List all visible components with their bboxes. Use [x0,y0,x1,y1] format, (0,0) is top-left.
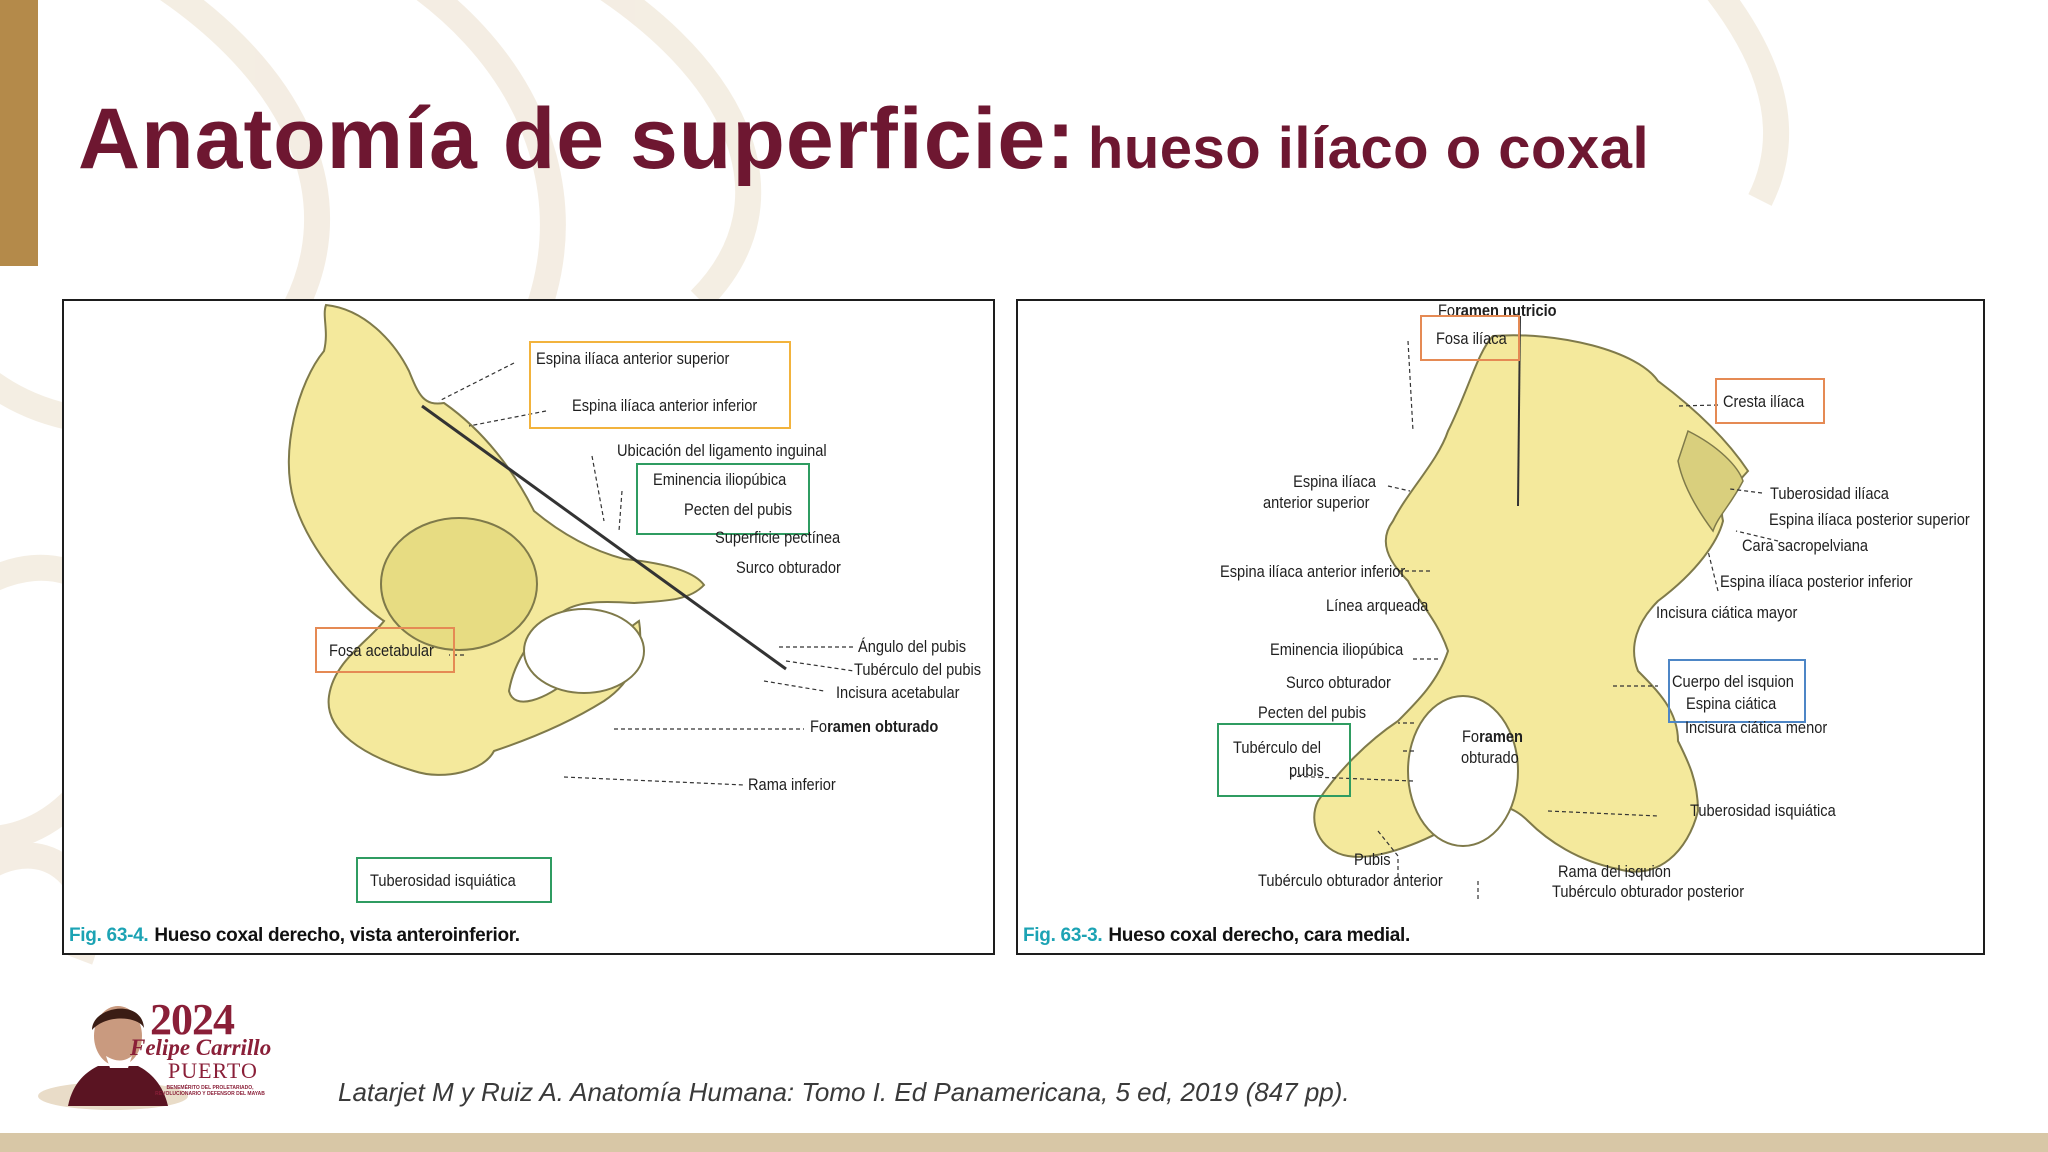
label-espina-ciatica: Espina ciática [1686,694,1777,713]
foramen-obturado-rest: ramen [1479,727,1523,746]
logo-name-line2: PUERTO [168,1058,258,1083]
label-foramen-obturado-2: obturado [1461,748,1519,767]
figure-medial: Foramen nutricio Fosa ilíaca Cresta ilía… [1016,299,1985,955]
figure-right-caption: Fig. 63-3.Hueso coxal derecho, cara medi… [1023,925,1410,947]
figure-anteroinferior: Espina ilíaca anterior superior Espina i… [62,299,995,955]
box-eminencia-pecten [636,463,810,535]
label-tuberculo-pubis: Tubérculo del pubis [854,660,982,679]
box-tuberosidad-isquiatica [356,857,552,903]
label-surco-obturador: Surco obturador [736,558,841,577]
label-fosa-iliaca: Fosa ilíaca [1436,329,1507,348]
label-eminencia-iliopubica: Eminencia iliopúbica [1270,640,1404,659]
bibliographic-reference: Latarjet M y Ruiz A. Anatomía Humana: To… [338,1077,1350,1107]
label-espina-anterior-superior-1: Espina ilíaca [1293,472,1376,491]
label-ligamento-inguinal: Ubicación del ligamento inguinal [617,441,827,460]
hip-bone-anteroinferior-illustration [287,303,855,786]
felipe-carrillo-puerto-portrait-icon [38,1006,188,1110]
label-tuberculo-obturador-posterior: Tubérculo obturador posterior [1552,882,1745,901]
acetabulum-shape [380,517,538,651]
figure-right-number: Fig. 63-3. [1023,925,1103,946]
title-main: Anatomía de superficie: [78,91,1076,187]
hip-bone-medial-illustration [1287,315,1779,901]
label-espina-posterior-inferior: Espina ilíaca posterior inferior [1720,572,1913,591]
label-cuerpo-isquion: Cuerpo del isquion [1672,672,1794,691]
label-cresta-iliaca: Cresta ilíaca [1723,392,1805,411]
label-surco-obturador: Surco obturador [1286,673,1391,692]
figure-left-caption: Fig. 63-4.Hueso coxal derecho, vista ant… [69,925,520,947]
logo-motto: BENEMÉRITO DEL PROLETARIADO, REVOLUCIONA… [155,1085,265,1098]
figure-right-title: Hueso coxal derecho, cara medial. [1108,925,1410,946]
accent-bar [0,0,38,266]
label-linea-arqueada: Línea arqueada [1326,596,1429,615]
box-cresta-iliaca [1715,378,1825,424]
label-foramen-obturado-1: Foramen [1462,727,1523,747]
label-tuberosidad-isquiatica: Tuberosidad isquiática [370,871,516,890]
label-foramen-obturado: Foramen obturado [810,717,938,737]
label-pubis: Pubis [1354,850,1391,869]
label-fosa-acetabular: Fosa acetabular [329,641,434,660]
slide-title: Anatomía de superficie:hueso ilíaco o co… [78,96,1649,182]
foramen-shape [523,608,645,694]
label-pecten: Pecten del pubis [1258,703,1367,722]
label-cara-sacropelviana: Cara sacropelviana [1742,536,1868,555]
label-tuberosidad-isquiatica: Tuberosidad isquiática [1690,801,1836,820]
sacropelvic-surface-shape [1677,429,1744,533]
bottom-band [0,1133,2048,1152]
label-tuberculo-obturador-anterior: Tubérculo obturador anterior [1258,871,1443,890]
box-tuberculo-pubis [1217,723,1351,797]
inguinal-ligament-line [421,404,787,671]
foramen-prefix: Fo [810,717,828,736]
label-espina-posterior-superior: Espina ilíaca posterior superior [1769,510,1970,529]
figure-left-title: Hueso coxal derecho, vista anteroinferio… [154,925,520,946]
box-espinas-anteriores [529,341,791,429]
label-tuberosidad-iliaca: Tuberosidad ilíaca [1770,484,1889,503]
title-sub: hueso ilíaco o coxal [1087,116,1650,181]
box-fosa-acetabular [315,627,455,673]
label-espina-anterior-inferior: Espina ilíaca anterior inferior [1220,562,1406,581]
label-espina-anterior-inferior: Espina ilíaca anterior inferior [572,396,758,415]
label-rama-isquion: Rama del isquion [1558,862,1671,881]
logo-year: 2024 [150,995,235,1044]
box-cuerpo-espina [1668,659,1806,723]
box-fosa-iliaca [1420,315,1520,361]
label-angulo-pubis: Ángulo del pubis [858,637,967,656]
label-incisura-acetabular: Incisura acetabular [836,683,960,702]
label-tuberculo-pubis-2: pubis [1289,761,1324,780]
label-superficie-pectinea: Superficie pectínea [715,528,841,547]
label-incisura-ciatica-menor: Incisura ciática menor [1685,718,1828,737]
label-pecten: Pecten del pubis [684,500,793,519]
label-eminencia-iliopubica: Eminencia iliopúbica [653,470,787,489]
label-tuberculo-pubis-1: Tubérculo del [1233,738,1322,757]
foramen-obturado-prefix: Fo [1462,727,1480,746]
label-espina-anterior-superior: Espina ilíaca anterior superior [536,349,730,368]
label-espina-anterior-superior-2: anterior superior [1263,493,1370,512]
figure-left-number: Fig. 63-4. [69,925,149,946]
foramen-rest: ramen obturado [827,717,939,736]
logo-name-line1: Felipe Carrillo [130,1035,272,1060]
label-incisura-ciatica-mayor: Incisura ciática mayor [1656,603,1798,622]
label-rama-inferior: Rama inferior [748,775,836,794]
foramen-shape [1407,695,1519,847]
